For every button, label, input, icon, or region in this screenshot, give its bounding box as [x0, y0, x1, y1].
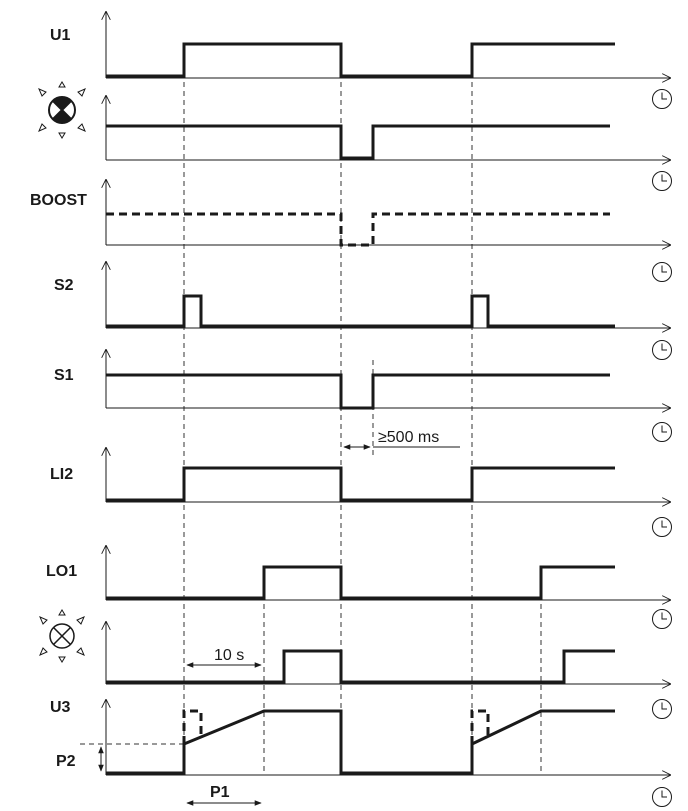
waveform-li2 — [106, 466, 615, 502]
waveform-s1 — [106, 373, 610, 410]
waveform-u1 — [106, 42, 615, 78]
waveform-u3 — [106, 709, 615, 775]
boost-lamp-icon — [38, 81, 86, 139]
row-boost: BOOST — [30, 180, 672, 282]
p1-dimension: P1 — [186, 784, 262, 806]
clock-icon — [652, 340, 672, 360]
delay-label: 10 s — [214, 647, 244, 664]
clock-icon — [652, 89, 672, 109]
p1-label: P1 — [210, 784, 230, 801]
clock-icon — [652, 262, 672, 282]
delay-dimension: 10 s — [186, 647, 262, 668]
signal-label-lo1: LO1 — [46, 563, 77, 580]
waveform-u3-kick-2 — [470, 709, 490, 744]
row-lo1: LO1 — [46, 546, 672, 629]
row-u1: U1 — [50, 12, 672, 109]
min-pulse-dimension: ≥500 ms — [343, 429, 460, 450]
clock-icon — [652, 171, 672, 191]
clock-icon — [652, 609, 672, 629]
row-u3: U3 P2 P1 — [50, 699, 672, 807]
p2-dimension: P2 — [56, 746, 104, 772]
waveform-s2 — [106, 294, 615, 328]
signal-label-s1: S1 — [54, 367, 74, 384]
waveform-u3-kick — [182, 709, 203, 744]
row-s2: S2 — [54, 262, 672, 360]
waveform-lo1 — [106, 565, 615, 600]
clock-icon — [652, 422, 672, 442]
clock-icon — [652, 699, 672, 719]
row-boost-lamp — [38, 81, 672, 191]
reference-lines — [80, 46, 542, 775]
clock-icon — [652, 517, 672, 537]
output-lamp-icon — [39, 609, 85, 663]
row-output-lamp: 10 s — [39, 609, 672, 719]
signal-label-li2: LI2 — [50, 466, 73, 483]
p2-label: P2 — [56, 753, 76, 770]
waveform-boost-lamp — [106, 124, 610, 160]
signal-label-u1: U1 — [50, 27, 71, 44]
min-pulse-label: ≥500 ms — [378, 429, 439, 446]
signal-label-boost: BOOST — [30, 192, 87, 209]
signal-label-s2: S2 — [54, 277, 74, 294]
waveform-boost — [106, 212, 610, 247]
waveform-output-lamp — [106, 649, 615, 684]
row-li2: LI2 — [50, 448, 672, 537]
signal-label-u3: U3 — [50, 699, 71, 716]
row-s1: S1 ≥500 ms — [54, 350, 672, 450]
clock-icon — [652, 787, 672, 807]
